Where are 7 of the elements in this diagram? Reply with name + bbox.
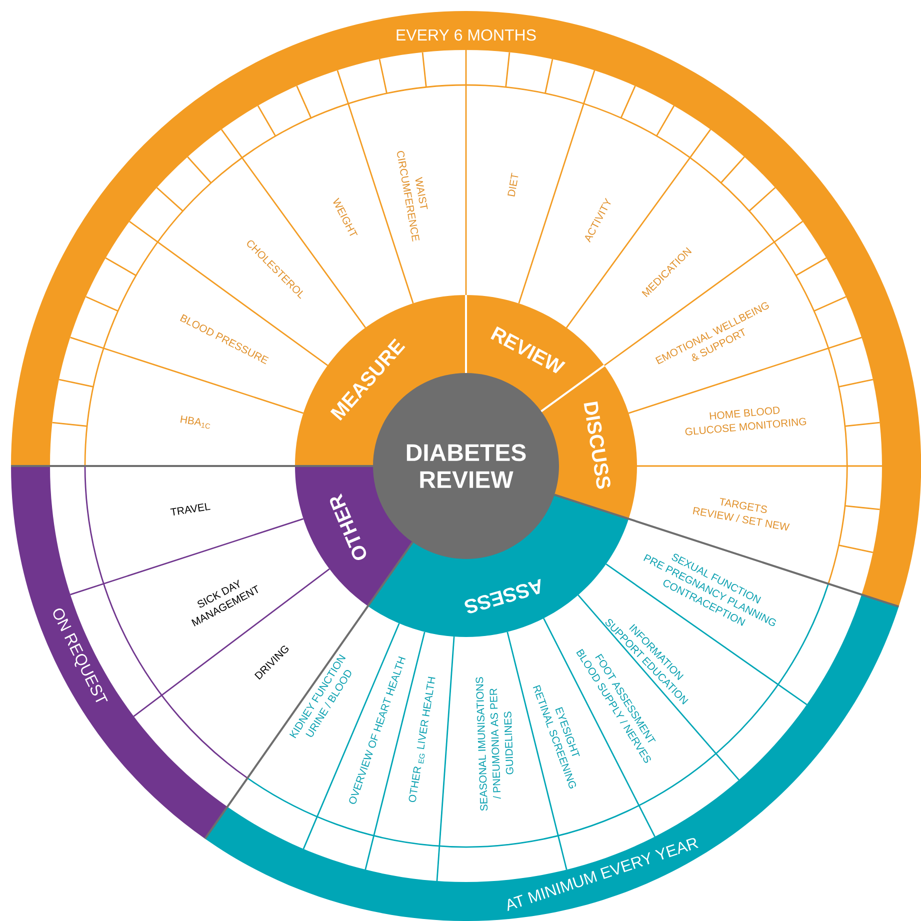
- item-label: TARGETS REVIEW / SET NEW: [692, 498, 790, 531]
- item-label: HBA$_{1C}$: [180, 415, 210, 429]
- item-label: OTHER $_{EG}$ LIVER HEALTH: [408, 676, 436, 802]
- item-label: HOME BLOOD GLUCOSE MONITORING: [685, 406, 806, 436]
- item-label: DIET: [508, 172, 518, 196]
- item-label: SEASONAL IMUNISATIONS / PNEUMONIA AS PER GUIDELINES: [476, 677, 514, 811]
- item-label: TRAVEL: [170, 503, 210, 516]
